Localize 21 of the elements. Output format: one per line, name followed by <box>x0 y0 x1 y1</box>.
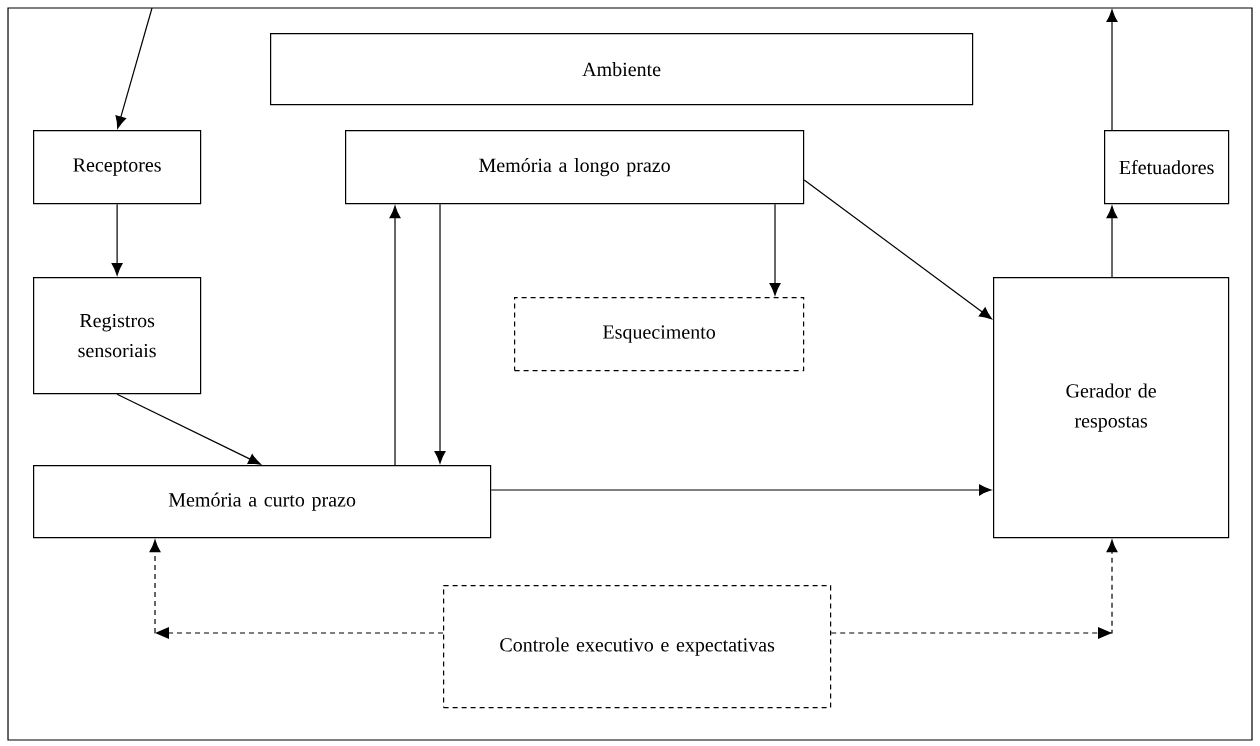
arrow <box>1106 9 1118 131</box>
arrow <box>490 484 992 496</box>
dashed-box: Controle executivo e expectativas <box>443 585 832 709</box>
process-box: Registros sensoriais <box>33 277 202 395</box>
process-box: Memória a curto prazo <box>33 465 492 539</box>
arrow <box>389 205 401 466</box>
dashed-box: Esquecimento <box>514 297 805 372</box>
arrow <box>769 203 781 296</box>
process-box: Memória a longo prazo <box>345 130 805 205</box>
arrow <box>115 7 153 129</box>
arrow <box>111 203 123 276</box>
arrow <box>803 179 992 320</box>
process-box: Ambiente <box>270 33 974 106</box>
process-box: Receptores <box>33 130 202 205</box>
arrow <box>830 539 1118 639</box>
arrow <box>116 393 261 465</box>
arrow <box>434 203 446 464</box>
process-box: Efetuadores <box>1104 130 1230 205</box>
arrow <box>149 539 444 639</box>
process-box: Gerador de respostas <box>993 277 1230 539</box>
arrow <box>1106 205 1118 278</box>
